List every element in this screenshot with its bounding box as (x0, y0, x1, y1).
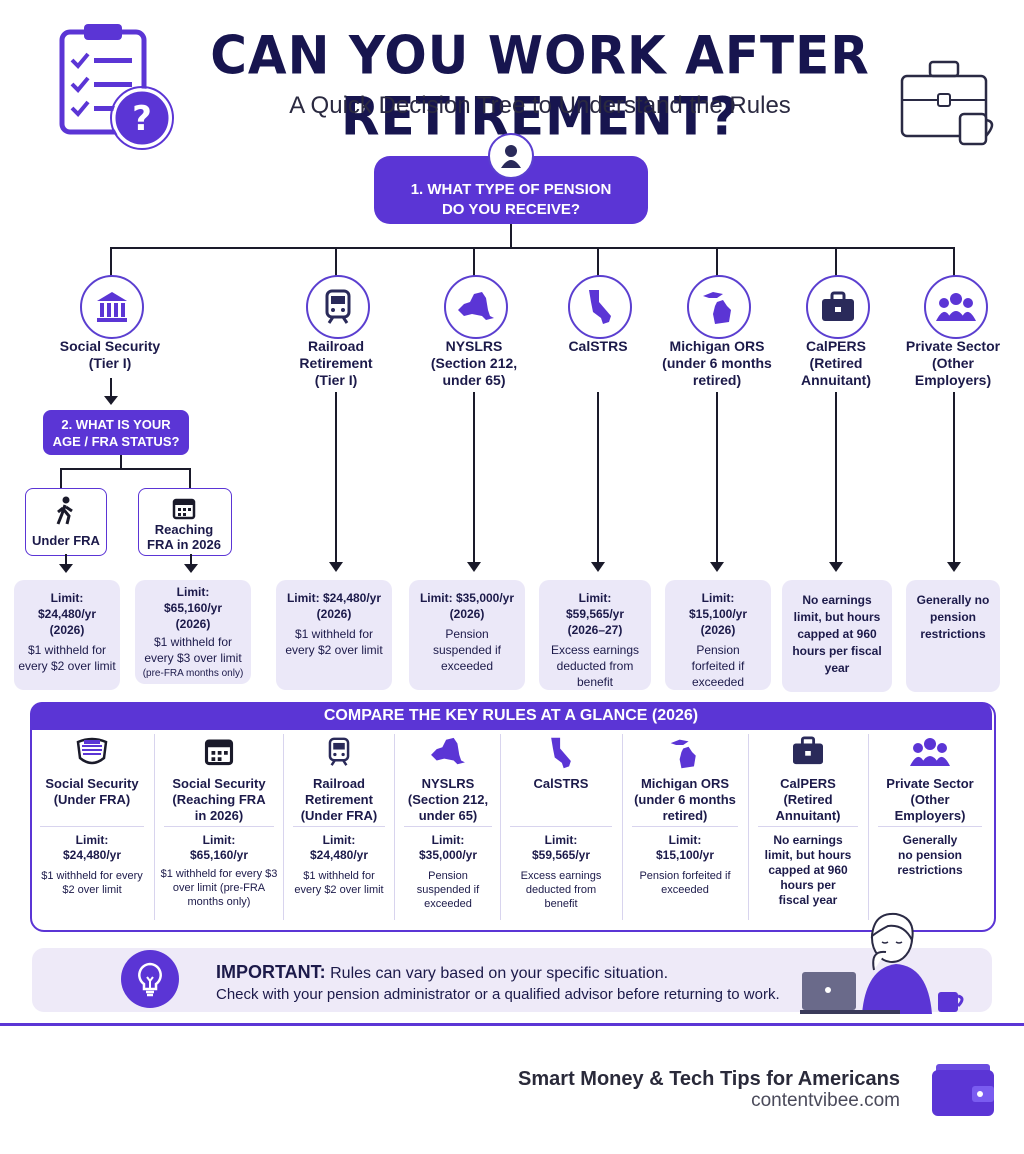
compare-col-name: CalPERS (Retired Annuitant) (775, 776, 841, 823)
compare-col-limit: No earnings limit, but hours capped at 9… (764, 833, 852, 907)
limit-note: $1 withheld for every $2 over limit (285, 627, 383, 657)
limit-card-private: Generally no pension restrictions (906, 580, 1000, 692)
limit-card-ss-under-fra: Limit: $24,480/yr (2026) $1 withheld for… (14, 580, 120, 690)
compare-col-name: Railroad Retirement (Under FRA) (300, 776, 378, 823)
compare-col-railroad: Railroad Retirement (Under FRA) Limit: $… (287, 734, 391, 924)
compare-col-name: Michigan ORS (under 6 months retired) (634, 776, 736, 823)
compare-col-note: $1 withheld for every $2 over limit (41, 870, 143, 896)
compare-col-limit: Limit: $59,565/yr (531, 833, 591, 862)
important-line-1: Rules can vary based on your specific si… (330, 965, 669, 982)
important-label: IMPORTANT: (216, 962, 326, 982)
person-laptop-illustration (800, 910, 970, 1021)
compare-col-note: $1 withheld for every $3 over limit (pre… (160, 868, 278, 908)
limit-small-note: (pre-FRA months only) (142, 668, 244, 679)
compare-col-note: $1 withheld for every $2 over limit (294, 870, 384, 896)
compare-col-nyslrs: NYSLRS (Section 212, under 65) Limit: $3… (398, 734, 498, 924)
pension-label-calstrs: CalSTRS (568, 338, 628, 354)
fra-label-under: Under FRA (32, 533, 100, 548)
question-2-box (43, 410, 189, 455)
compare-col-name: Social Security (Under FRA) (45, 776, 139, 807)
compare-col-limit: Limit: $65,160/yr (189, 833, 249, 862)
michigan-map-icon (626, 736, 744, 770)
question-1-text: 1. WHAT TYPE OF PENSION DO YOU RECEIVE? (410, 181, 612, 218)
wallet-icon (932, 1062, 996, 1123)
pension-label-michigan: Michigan ORS (under 6 months retired) (662, 338, 772, 388)
compare-col-calpers: CalPERS (Retired Annuitant) No earnings … (752, 734, 864, 924)
new-york-map-icon (398, 736, 498, 770)
pension-label-social-security: Social Security (Tier I) (59, 338, 161, 371)
compare-col-calstrs: CalSTRS Limit: $59,565/yr Excess earning… (504, 734, 618, 924)
california-map-icon (504, 736, 618, 770)
limit-text: Limit: $35,000/yr (2026) (419, 591, 515, 621)
michigan-map-icon (687, 275, 751, 339)
compare-col-ss-reaching-fra: Social Security (Reaching FRA in 2026) L… (158, 734, 280, 924)
pension-label-railroad: Railroad Retirement (Tier I) (299, 338, 373, 388)
compare-col-limit: Limit: $15,100/yr (655, 833, 715, 862)
compare-col-note: Pension forfeited if exceeded (639, 870, 731, 896)
limit-note: Excess earnings deducted from benefit (550, 643, 640, 689)
person-icon (488, 133, 534, 179)
pension-label-private-sector: Private Sector (Other Employers) (905, 338, 1001, 388)
limit-note: Pension forfeited if exceeded (691, 643, 745, 689)
limit-card-nyslrs: Limit: $35,000/yr (2026) Pension suspend… (409, 580, 525, 690)
svg-text:?: ? (132, 99, 152, 139)
compare-col-name: NYSLRS (Section 212, under 65) (407, 776, 489, 823)
limit-text: Limit: $24,480/yr (2026) (37, 591, 97, 637)
calendar-icon (158, 736, 280, 770)
new-york-map-icon (444, 275, 508, 339)
limit-text: Generally no pension restrictions (916, 593, 990, 641)
important-line-2: Check with your pension administrator or… (216, 986, 780, 1003)
compare-col-limit: Limit: $24,480/yr (62, 833, 122, 862)
california-map-icon (568, 275, 632, 339)
limit-note: Pension suspended if exceeded (432, 627, 502, 673)
compare-col-limit: Limit: $35,000/yr (418, 833, 478, 862)
limit-card-michigan: Limit: $15,100/yr (2026) Pension forfeit… (665, 580, 771, 690)
limit-text: Limit: $15,100/yr (2026) (688, 591, 748, 637)
people-icon (924, 275, 988, 339)
pension-label-calpers: CalPERS (Retired Annuitant) (801, 338, 871, 388)
compare-col-ss-under-fra: Social Security (Under FRA) Limit: $24,4… (34, 734, 150, 924)
limit-text: Limit: $24,480/yr (2026) (286, 591, 382, 621)
briefcase-icon (806, 275, 870, 339)
footer-divider (0, 1023, 1024, 1026)
train-icon (306, 275, 370, 339)
footer-site: contentvibee.com (751, 1090, 900, 1111)
compare-col-note: Excess earnings deducted from benefit (520, 870, 602, 910)
pension-label-nyslrs: NYSLRS (Section 212, under 65) (430, 338, 518, 388)
limit-note: $1 withheld for every $3 over limit (144, 635, 242, 665)
lightbulb-icon (121, 950, 179, 1008)
compare-col-michigan: Michigan ORS (under 6 months retired) Li… (626, 734, 744, 924)
compare-col-limit: Limit: $24,480/yr (309, 833, 369, 862)
footer-tagline: Smart Money & Tech Tips for Americans (518, 1068, 900, 1090)
bank-icon (80, 275, 144, 339)
compare-col-name: CalSTRS (533, 776, 589, 791)
briefcase-coffee-icon (898, 58, 1004, 153)
limit-note: $1 withheld for every $2 over limit (18, 643, 116, 673)
fra-node-reaching (138, 488, 232, 556)
compare-heading: COMPARE THE KEY RULES AT A GLANCE (2026) (30, 702, 992, 730)
fra-label-reaching: Reaching FRA in 2026 (147, 522, 221, 552)
people-icon (872, 736, 988, 770)
compare-col-name: Private Sector (Other Employers) (886, 776, 974, 823)
limit-text: Limit: $65,160/yr (2026) (163, 585, 223, 631)
shield-badge-icon (34, 736, 150, 770)
limit-card-calpers: No earnings limit, but hours capped at 9… (782, 580, 892, 692)
compare-col-private: Private Sector (Other Employers) General… (872, 734, 988, 924)
checklist-icon: ? (58, 20, 174, 155)
limit-text: Limit: $59,565/yr (2026–27) (565, 591, 625, 637)
limit-card-railroad: Limit: $24,480/yr (2026) $1 withheld for… (276, 580, 392, 690)
limit-text: No earnings limit, but hours capped at 9… (792, 593, 882, 675)
question-2-text: 2. WHAT IS YOUR AGE / FRA STATUS? (52, 417, 180, 449)
calendar-icon (172, 496, 196, 525)
compare-col-note: Pension suspended if exceeded (416, 870, 480, 910)
page-title: CAN YOU WORK AFTER RETIREMENT? (210, 25, 870, 147)
compare-col-name: Social Security (Reaching FRA in 2026) (172, 776, 266, 823)
walking-person-icon (55, 496, 75, 531)
train-icon (287, 736, 391, 770)
briefcase-icon (752, 736, 864, 770)
compare-col-limit: Generally no pension restrictions (897, 833, 963, 877)
page-subtitle: A Quick Decision Tree to Understand the … (289, 92, 791, 119)
limit-card-ss-reaching-fra: Limit: $65,160/yr (2026) $1 withheld for… (135, 580, 251, 684)
limit-card-calstrs: Limit: $59,565/yr (2026–27) Excess earni… (539, 580, 651, 690)
